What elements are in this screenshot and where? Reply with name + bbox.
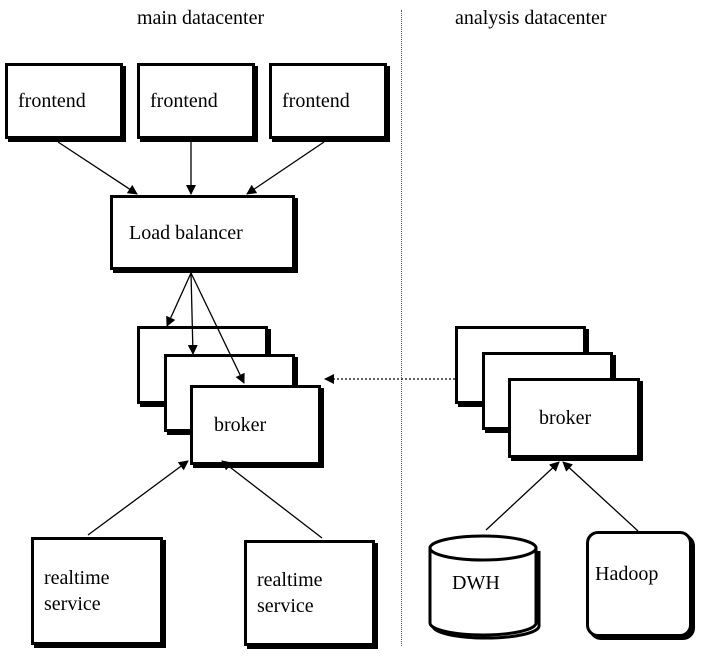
arrow-realtime-service-2-to-broker <box>221 460 323 539</box>
broker-box-analysis: broker <box>508 378 640 458</box>
realtime-service-label-2: realtime service <box>257 569 323 617</box>
arrow-realtime-service-1-to-broker <box>87 460 189 536</box>
dwh-cylinder-body <box>428 546 538 637</box>
dwh-cylinder: DWH <box>428 534 541 640</box>
arrow-hadoop-to-analysis-broker <box>562 461 639 532</box>
load-balancer-label: Load balancer <box>129 222 243 244</box>
arrow-load-balancer-to-broker-1 <box>166 272 192 327</box>
main-datacenter-title: main datacenter <box>137 7 265 29</box>
frontend-box-2: frontend <box>137 63 255 139</box>
frontend-box-1: frontend <box>5 63 123 139</box>
analysis-datacenter-title: analysis datacenter <box>455 7 607 29</box>
broker-label-main: broker <box>214 414 267 436</box>
frontend-label-1: frontend <box>18 90 86 112</box>
datacenter-divider <box>401 10 402 646</box>
arrow-frontend-3-to-load-balancer <box>246 141 325 195</box>
arrow-dwh-to-analysis-broker <box>485 461 560 531</box>
frontend-label-2: frontend <box>150 90 218 112</box>
broker-label-analysis: broker <box>539 407 592 429</box>
realtime-service-box-2: realtime service <box>244 540 375 646</box>
dwh-cylinder-top <box>428 534 538 562</box>
arrow-frontend-1-to-load-balancer <box>57 141 138 195</box>
hadoop-label: Hadoop <box>595 563 659 585</box>
realtime-service-label-1: realtime service <box>44 567 110 615</box>
dwh-label: DWH <box>452 572 500 594</box>
arrow-load-balancer-to-broker-2 <box>187 272 198 355</box>
realtime-service-box-1: realtime service <box>31 537 163 645</box>
load-balancer-box: Load balancer <box>110 195 295 270</box>
arrow-load-balancer-to-broker-3 <box>190 272 245 384</box>
broker-box-main: broker <box>190 385 321 465</box>
frontend-box-3: frontend <box>269 63 387 139</box>
frontend-label-3: frontend <box>282 90 350 112</box>
hadoop-box: Hadoop <box>586 531 692 637</box>
